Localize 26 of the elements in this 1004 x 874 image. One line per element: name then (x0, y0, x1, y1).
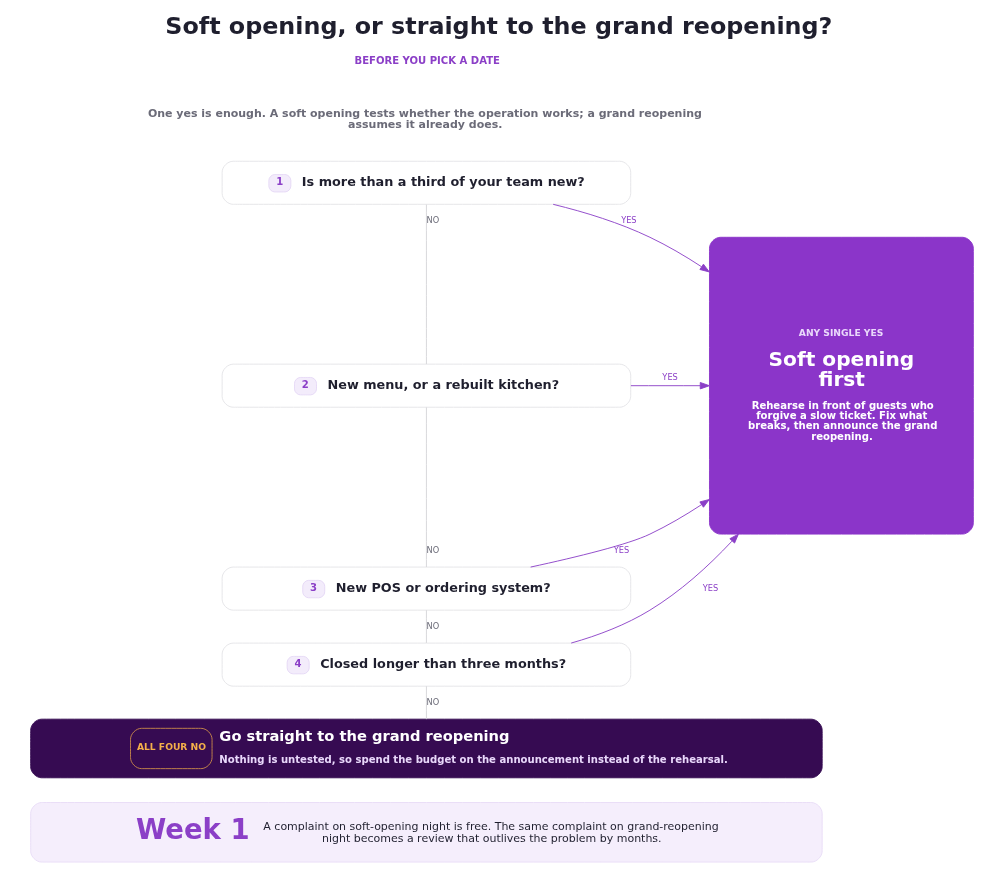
node-box: 4 Closed longer than three months? (221, 642, 632, 687)
connector (425, 406, 427, 568)
edge-label: YES (621, 214, 637, 225)
edge-label: NO (426, 544, 440, 555)
connector (425, 609, 427, 644)
arrow (530, 499, 710, 568)
node-box: 2 New menu, or a rebuilt kitchen? (221, 363, 632, 408)
label: One yes is enough. A soft opening tests whether the operation works; a grand reopening assumes it already does. (147, 106, 702, 131)
connector (425, 685, 427, 720)
node-box: Week 1 A complaint on soft-opening night is free. The same complaint on grand-reopening night becomes a review that outlives the problem by months. (30, 802, 823, 863)
arrow (570, 533, 739, 644)
arrow (630, 382, 710, 390)
edge-label: NO (426, 214, 440, 225)
label: BEFORE YOU PICK A DATE (354, 54, 500, 66)
edge-label: NO (426, 696, 440, 707)
node-box: ALL FOUR NO Go straight to the grand reopening Nothing is untested, so spend the budget on the announcement instead of the rehearsal. (30, 718, 823, 779)
edge-label: YES (662, 372, 678, 383)
diagram-title: Soft opening, or straight to the grand reopening? (165, 11, 833, 40)
edge-label: NO (426, 620, 440, 631)
node-box: ANY SINGLE YES Soft opening first Rehearse in front of guests who forgive a slow ticket. Fix what breaks, then announce the grand reopening. (709, 236, 974, 535)
connector (425, 204, 427, 365)
edge-label: YES (613, 544, 630, 555)
node-box: 3 New POS or ordering system? (221, 566, 632, 611)
arrow (552, 203, 710, 273)
edge-label: YES (702, 582, 719, 593)
node-box: 1 Is more than a third of your team new? (221, 160, 632, 205)
